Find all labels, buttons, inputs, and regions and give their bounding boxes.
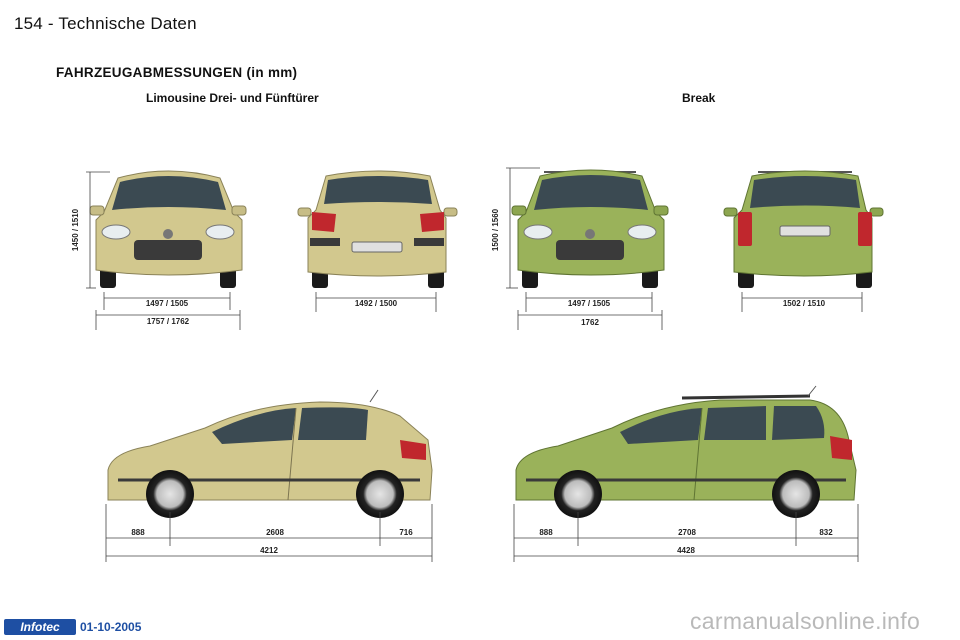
- label-limousine: Limousine Drei- und Fünftürer: [146, 91, 319, 105]
- limousine-side-view: 888 2608 716 4212: [105, 389, 433, 562]
- break-front-view: 1500 / 1560 1497 / 1505 1762: [491, 167, 669, 330]
- limousine-rear-view: 1492 / 1500: [297, 170, 458, 312]
- break-front-height: 1500 / 1560: [491, 208, 500, 251]
- break-wheelbase: 2708: [678, 528, 696, 537]
- break-front-width: 1762: [581, 318, 599, 327]
- limo-rear-overhang: 716: [399, 528, 413, 537]
- break-rear-overhang: 832: [819, 528, 833, 537]
- limo-front-width: 1757 / 1762: [147, 317, 190, 326]
- footer-date: 01-10-2005: [80, 620, 142, 634]
- section-title: FAHRZEUGABMESSUNGEN (in mm): [56, 65, 298, 80]
- break-rear-track: 1502 / 1510: [783, 299, 826, 308]
- limo-front-track: 1497 / 1505: [146, 299, 189, 308]
- break-side-view: 888 2708 832 4428: [513, 385, 859, 562]
- limo-front-height: 1450 / 1510: [71, 208, 80, 251]
- limo-wheelbase: 2608: [266, 528, 284, 537]
- page-header-title: Technische Daten: [58, 14, 197, 33]
- page-number: 154: [14, 14, 43, 33]
- limousine-front-view: 1450 / 1510 1497 / 1505 1757 / 1762: [71, 170, 247, 330]
- infotec-logo: Infotec: [4, 619, 76, 635]
- limo-front-overhang: 888: [131, 528, 145, 537]
- limo-length: 4212: [260, 546, 278, 555]
- break-front-track: 1497 / 1505: [568, 299, 611, 308]
- page-header: 154 - Technische Daten: [14, 14, 197, 34]
- break-rear-view: 1502 / 1510: [723, 170, 884, 312]
- page-header-separator: -: [47, 14, 54, 33]
- break-length: 4428: [677, 546, 695, 555]
- watermark: carmanualsonline.info: [690, 608, 921, 634]
- limo-rear-track: 1492 / 1500: [355, 299, 398, 308]
- break-front-overhang: 888: [539, 528, 553, 537]
- label-break: Break: [682, 91, 716, 105]
